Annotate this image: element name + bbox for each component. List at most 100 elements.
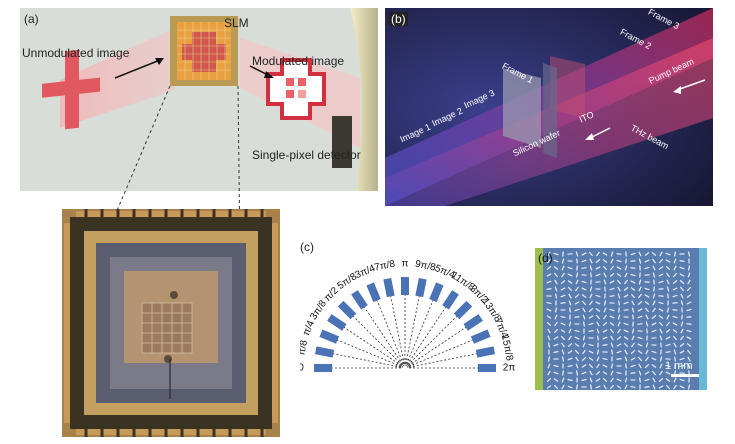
antenna-element [617, 329, 620, 333]
antenna-element [617, 273, 621, 276]
antenna-element [624, 330, 628, 332]
antenna-element [617, 260, 622, 261]
antenna-element [570, 308, 571, 313]
antenna-element [653, 378, 656, 382]
antenna-element [610, 266, 613, 270]
antenna-element [652, 351, 657, 352]
antenna-element [653, 273, 654, 278]
antenna-element [576, 364, 578, 369]
antenna-element [682, 315, 683, 320]
antenna-element [562, 266, 564, 270]
antenna-element [547, 316, 551, 319]
antenna-element [666, 266, 670, 269]
antenna-element [575, 309, 580, 311]
panel-d-label: (d) [538, 251, 553, 265]
antenna-element [610, 316, 614, 318]
antenna-element [590, 287, 591, 292]
antenna-element [589, 308, 593, 311]
antenna-element [582, 268, 587, 269]
antenna-element [673, 273, 676, 277]
antenna-element [638, 337, 643, 338]
antenna-element [653, 294, 654, 299]
antenna-element [646, 322, 648, 327]
antenna-element [597, 329, 599, 334]
antenna-element [577, 385, 578, 390]
antenna-element [561, 273, 564, 277]
antenna-element [583, 350, 586, 354]
antenna-element [639, 259, 640, 264]
antenna-element [631, 253, 636, 254]
antenna-element [633, 315, 634, 320]
antenna-element [680, 343, 684, 346]
antenna-element [610, 322, 614, 325]
antenna-element [645, 260, 649, 262]
antenna-element [582, 380, 587, 381]
antenna-element [687, 294, 691, 297]
antenna-element [596, 302, 600, 304]
antenna-element [666, 329, 670, 332]
antenna-element [687, 287, 690, 291]
antenna-element [660, 336, 662, 341]
antenna-element [645, 301, 649, 304]
antenna-element [645, 379, 650, 381]
antenna-element [638, 344, 642, 346]
antenna-element [554, 379, 558, 382]
phase-bar [314, 364, 332, 372]
antenna-element [652, 338, 657, 339]
antenna-element [673, 280, 677, 283]
antenna-element [674, 259, 676, 264]
phase-tick-label: 3π/8 [308, 298, 329, 322]
antenna-element [582, 372, 587, 374]
antenna-element [645, 364, 649, 367]
antenna-element [596, 259, 600, 262]
phase-bar [415, 278, 426, 297]
phase-dash-line [391, 295, 405, 364]
antenna-element [603, 372, 607, 375]
panel-b: (b) Frame 3 Frame 2 Frame 1 Pump beam Im… [385, 8, 713, 206]
phase-bar [327, 314, 346, 331]
antenna-element [610, 385, 614, 388]
antenna-element [603, 330, 607, 333]
antenna-element [596, 308, 600, 311]
antenna-element [603, 365, 608, 367]
antenna-element [568, 351, 572, 354]
antenna-element [547, 322, 550, 326]
antenna-element [687, 302, 691, 304]
phase-bar [429, 282, 443, 302]
antenna-element [680, 274, 684, 277]
antenna-element [638, 350, 642, 353]
antenna-element [619, 301, 620, 306]
antenna-element [597, 364, 600, 368]
antenna-element [547, 274, 551, 277]
antenna-element [660, 252, 663, 256]
antenna-element [660, 329, 662, 333]
antenna-element [688, 252, 689, 257]
antenna-element [555, 322, 558, 326]
antenna-element [652, 323, 656, 325]
antenna-element [617, 386, 621, 389]
antenna-element [667, 315, 669, 319]
antenna-element [568, 366, 573, 367]
antenna-element [576, 252, 578, 257]
panel-b-label: (b) [389, 12, 408, 26]
antenna-element [577, 259, 578, 264]
antenna-element [590, 371, 593, 375]
phase-bar [478, 364, 496, 372]
antenna-element [666, 378, 670, 381]
antenna-element [632, 301, 634, 305]
antenna-element [603, 322, 607, 325]
antenna-element [590, 378, 592, 383]
antenna-element [652, 364, 656, 367]
phase-dash-line [337, 340, 402, 367]
antenna-element [611, 378, 614, 382]
antenna-element [680, 280, 684, 283]
antenna-element [666, 352, 671, 353]
antenna-element [611, 343, 613, 348]
phase-bar [442, 290, 459, 309]
antenna-element [568, 386, 573, 388]
antenna-element [617, 351, 622, 353]
antenna-element [666, 253, 671, 255]
antenna-element [610, 296, 615, 297]
phase-tick-label: π/8 [300, 339, 310, 357]
